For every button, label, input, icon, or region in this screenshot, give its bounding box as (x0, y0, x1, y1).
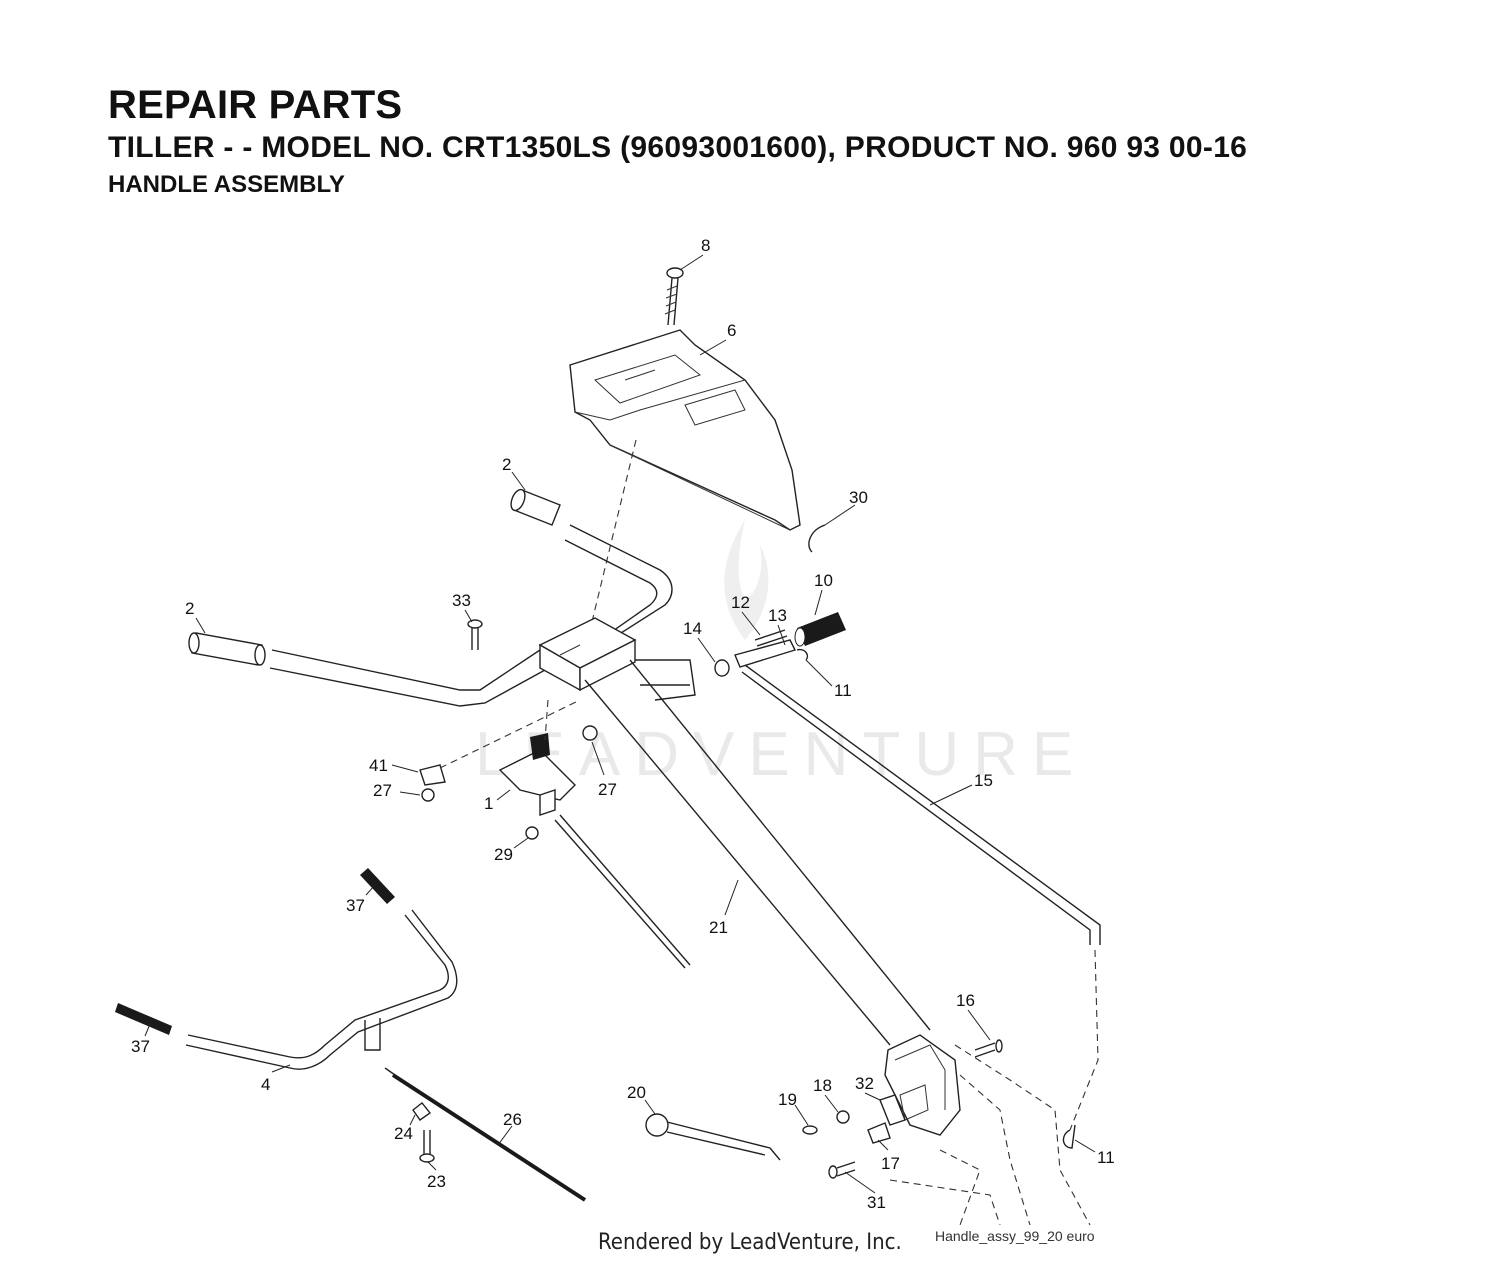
part-27-nut-right (582, 725, 598, 741)
render-credit: Rendered by LeadVenture, Inc. (598, 1230, 902, 1255)
part-2-grip-top (510, 488, 561, 526)
part-4-bar (185, 909, 458, 1070)
part-21-tube (584, 659, 931, 1046)
callout-14: 14 (683, 619, 702, 638)
part-23-screw (419, 1130, 435, 1163)
part-19-washer (802, 1125, 818, 1135)
callout-15: 15 (974, 771, 993, 790)
drawing-reference: Handle_assy_99_20 euro (935, 1228, 1095, 1244)
part-6-console (569, 329, 801, 531)
callout-11: 11 (1097, 1148, 1115, 1167)
part-30-clip (808, 524, 826, 553)
callout-1: 1 (484, 794, 493, 813)
part-32-cam (879, 1094, 906, 1126)
callout-32: 32 (855, 1074, 874, 1093)
callout-37: 37 (131, 1037, 150, 1056)
callout-4: 4 (261, 1075, 270, 1094)
part-16-bolt (974, 1039, 1003, 1058)
tiller-frame-outline (889, 1044, 1091, 1226)
part-20-knob (645, 1113, 781, 1161)
part-37-grip-upper (360, 868, 395, 904)
clutch-rod (559, 814, 691, 966)
part-33-bolt (467, 619, 483, 650)
part-13-lever (734, 639, 796, 668)
callout-2: 2 (502, 455, 511, 474)
part-37-grip-lower (115, 1003, 172, 1035)
callout-29: 29 (494, 845, 513, 864)
callout-24: 24 (394, 1124, 413, 1143)
watermark-logo: LEADVENTURE (475, 520, 1087, 789)
part-26-cable (384, 1067, 587, 1202)
callout-20: 20 (627, 1083, 646, 1102)
callout-26: 26 (503, 1110, 522, 1129)
callout-16: 16 (956, 991, 975, 1010)
part-29-nut (525, 826, 539, 840)
part-11-cotter-top (796, 648, 809, 661)
callout-21: 21 (709, 918, 728, 937)
part-31-bolt (828, 1161, 856, 1179)
callout-18: 18 (813, 1076, 832, 1095)
callout-19: 19 (778, 1090, 797, 1109)
flame-icon (724, 520, 769, 640)
callout-33: 33 (452, 591, 471, 610)
part-24-clip (412, 1102, 432, 1121)
part-15-rod (741, 664, 1101, 1131)
callout-23: 23 (427, 1172, 446, 1191)
part-8-screw (664, 267, 684, 326)
callout-13: 13 (768, 606, 787, 625)
callout-41: 41 (369, 756, 388, 775)
handle-box (538, 617, 637, 692)
assembly-line (589, 439, 637, 631)
part-1-bracket (498, 733, 576, 816)
page-title: REPAIR PARTS (108, 83, 403, 127)
callout-17: 17 (881, 1154, 900, 1173)
part-17-plate (867, 1122, 891, 1144)
callout-2: 2 (185, 599, 194, 618)
callout-11: 11 (834, 681, 852, 700)
part-27-nut-left (421, 788, 435, 802)
leader-lines (144, 254, 1096, 1194)
callout-8: 8 (701, 236, 710, 255)
part-11-cotter-bottom (1062, 1124, 1076, 1149)
handlebar (269, 524, 673, 707)
callout-12: 12 (731, 593, 750, 612)
callout-31: 31 (867, 1193, 886, 1212)
watermark-text: LEADVENTURE (475, 720, 1087, 789)
callout-37: 37 (346, 896, 365, 915)
callout-6: 6 (727, 321, 736, 340)
section-title: HANDLE ASSEMBLY (108, 171, 345, 198)
part-10-grip (794, 612, 846, 647)
part-2-grip-left (188, 632, 266, 666)
part-14-spacer (714, 659, 730, 677)
bottom-bracket (884, 1034, 961, 1136)
part-18-nut (836, 1110, 850, 1124)
model-subtitle: TILLER - - MODEL NO. CRT1350LS (96093001… (108, 131, 1248, 164)
callout-27: 27 (598, 780, 617, 799)
callout-10: 10 (814, 571, 833, 590)
callout-27: 27 (373, 781, 392, 800)
page-header: REPAIR PARTS TILLER - - MODEL NO. CRT135… (108, 82, 1247, 200)
callout-30: 30 (849, 488, 868, 507)
part-41-clamp (419, 764, 446, 786)
